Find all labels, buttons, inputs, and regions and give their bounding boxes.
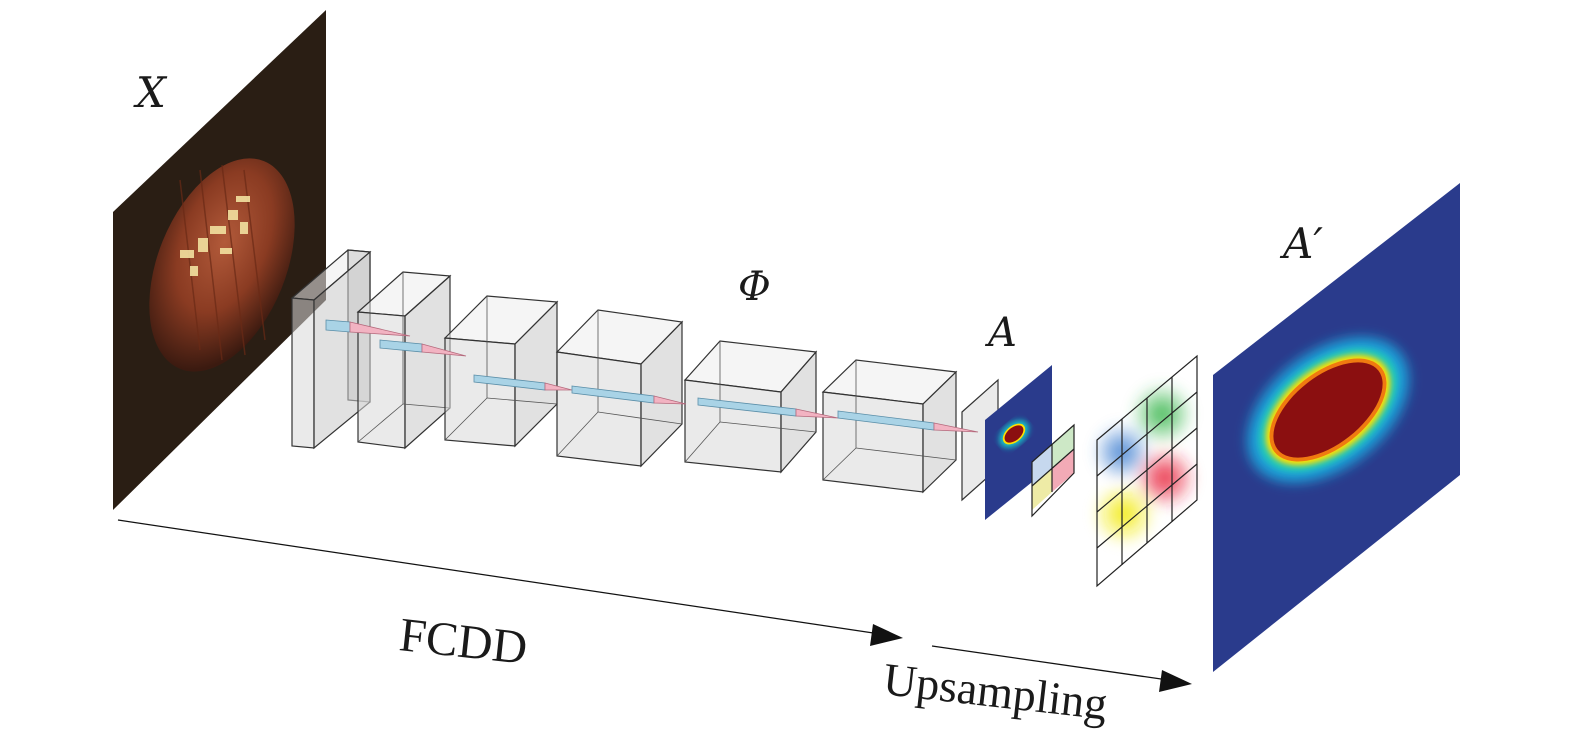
input-object — [149, 158, 295, 372]
heatmap-small — [985, 365, 1052, 520]
layer-4 — [555, 309, 684, 468]
heatmap-small-core — [1004, 425, 1024, 443]
upsampling-label: Upsampling — [881, 653, 1110, 729]
kernel-5 — [697, 397, 839, 419]
kernel-4 — [571, 385, 687, 405]
layer-2 — [356, 271, 452, 450]
network-layers — [290, 249, 999, 502]
fcdd-arrowhead — [870, 624, 903, 646]
heatmap-label: A — [984, 310, 1017, 356]
heatmap-upsampled — [1213, 183, 1460, 672]
fcdd-label: FCDD — [397, 608, 530, 675]
gaussian-blobs — [1092, 382, 1197, 546]
upsampling-arrow — [931, 645, 1192, 692]
kernel-6 — [837, 410, 979, 433]
layer-3 — [443, 295, 559, 448]
patch-2x2 — [1031, 423, 1075, 518]
kernel-3 — [473, 374, 573, 391]
upsampling-grid — [1092, 354, 1198, 588]
heatmap-upsampled-core — [1273, 362, 1383, 458]
input-label: X — [133, 68, 168, 117]
fcdd-arrow — [117, 519, 903, 646]
kernel-1 — [325, 319, 411, 337]
input-image — [113, 10, 326, 510]
network-label: Φ — [738, 264, 771, 310]
grid-lines — [1096, 354, 1198, 588]
upsampled-label: A′ — [1279, 219, 1323, 268]
kernel-2 — [379, 339, 467, 357]
conv-kernels — [325, 319, 979, 433]
upsampling-arrowhead — [1159, 670, 1192, 692]
